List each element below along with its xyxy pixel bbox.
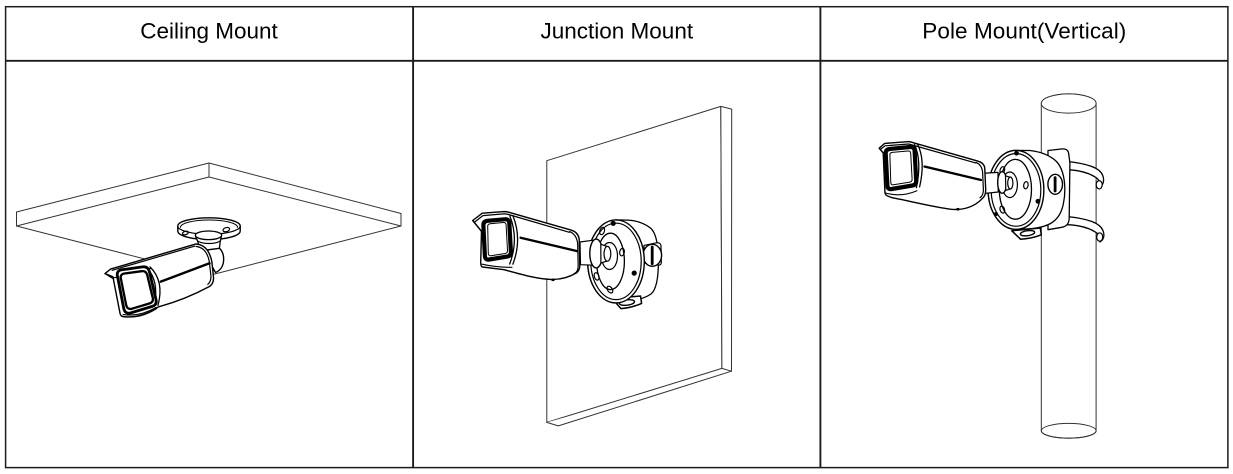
svg-text:Ceiling Mount: Ceiling Mount <box>140 19 278 44</box>
svg-text:Junction Mount: Junction Mount <box>541 19 694 44</box>
svg-text:Pole Mount(Vertical): Pole Mount(Vertical) <box>922 19 1126 44</box>
